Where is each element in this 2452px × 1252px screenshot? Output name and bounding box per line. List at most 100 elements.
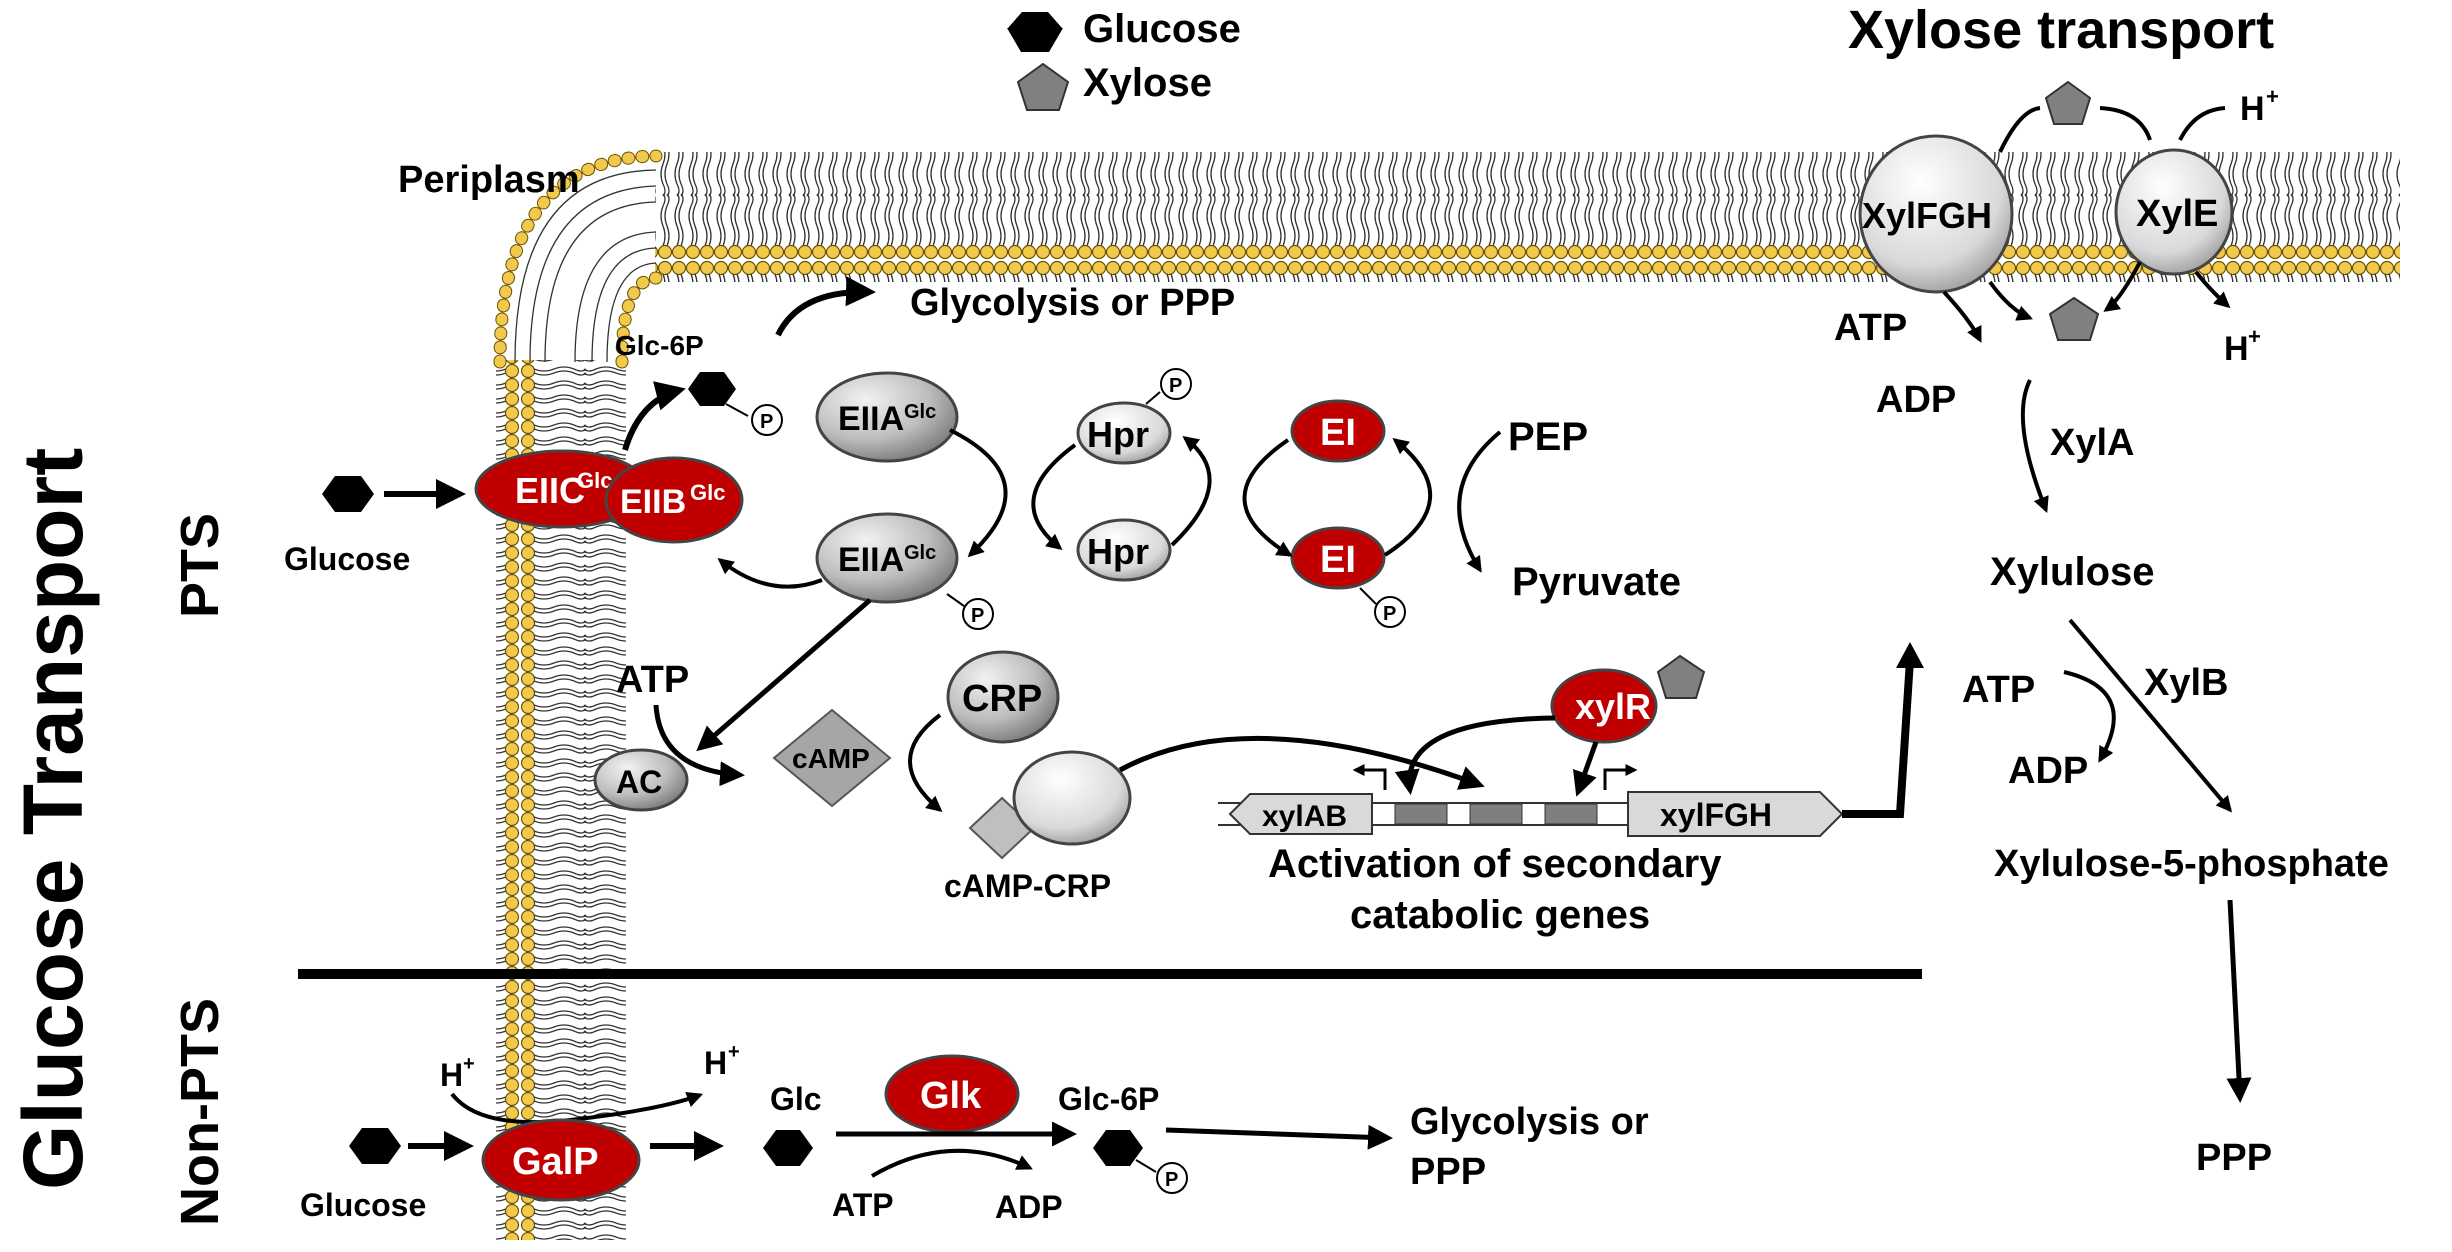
pyruvate-label: Pyruvate: [1512, 560, 1681, 604]
camp-crp-regulation: ATP AC cAMP CRP cAMP-CRP: [593, 598, 1485, 904]
svg-text:P: P: [760, 411, 773, 433]
hpr-protein-top: [1076, 401, 1172, 465]
operon: xylAB xylFGH xylR Activation of secondar…: [1218, 642, 1924, 937]
periplasm-label: Periplasm: [398, 159, 580, 201]
glucose-hexagon-icon: [763, 1130, 813, 1166]
legend-xylose: Xylose: [1083, 61, 1212, 105]
svg-text:+: +: [463, 1053, 475, 1075]
svg-text:EIIB: EIIB: [620, 483, 686, 521]
svg-text:EI: EI: [1320, 412, 1356, 454]
svg-text:xylFGH: xylFGH: [1660, 797, 1772, 833]
svg-text:P: P: [1165, 1169, 1178, 1191]
xylose-adp-label: ADP: [1876, 379, 1956, 421]
ei-protein-top: [1290, 399, 1386, 463]
non-pts-label: Non-PTS: [170, 998, 230, 1226]
xylose-ppp-label: PPP: [2196, 1137, 2272, 1179]
nonpts-glycolysis-line2: PPP: [1410, 1151, 1486, 1193]
ac-protein: [593, 748, 689, 812]
svg-text:EI: EI: [1320, 539, 1356, 581]
membrane: [493, 149, 2400, 1240]
activation-line2: catabolic genes: [1350, 893, 1650, 937]
svg-text:CRP: CRP: [962, 678, 1042, 720]
glc-label: Glc: [770, 1081, 822, 1117]
non-pts-system: H + H + Glucose GalP Glc Glk ATP ADP Glc…: [300, 1041, 1649, 1225]
galp-transporter: [481, 1118, 641, 1202]
svg-text:H: H: [2224, 330, 2249, 368]
glk-adp-label: ADP: [995, 1189, 1063, 1225]
svg-text:xylAB: xylAB: [1262, 800, 1347, 833]
svg-text:Hpr: Hpr: [1087, 531, 1149, 572]
glucose-hexagon-icon: [349, 1128, 401, 1164]
svg-text:+: +: [2248, 324, 2261, 349]
legend: Glucose Xylose: [1007, 7, 1241, 111]
xylb-adp-label: ADP: [2008, 750, 2088, 792]
svg-text:H: H: [440, 1057, 463, 1093]
xylab-gene: [1228, 793, 1373, 835]
eiia-protein-bottom: [815, 512, 959, 604]
svg-text:H: H: [704, 1045, 727, 1081]
activation-line1: Activation of secondary: [1268, 842, 1722, 886]
xylose-atp-label: ATP: [1834, 307, 1907, 349]
glucose-hexagon-icon: [322, 476, 374, 512]
xylr-protein: [1550, 668, 1658, 744]
svg-text:xylR: xylR: [1575, 686, 1651, 727]
camp-crp-label: cAMP-CRP: [944, 868, 1111, 904]
x5p-label: Xylulose-5-phosphate: [1994, 843, 2389, 885]
glycolysis-ppp-label: Glycolysis or PPP: [910, 282, 1235, 324]
ei-protein-bottom: [1290, 526, 1386, 590]
glucose-hexagon-icon: [688, 372, 736, 406]
xylose-pentagon-icon: [2048, 296, 2100, 341]
svg-text:AC: AC: [616, 764, 662, 800]
xylfgh-transporter: [1858, 134, 2014, 294]
svg-text:XylFGH: XylFGH: [1862, 195, 1992, 236]
pep-label: PEP: [1508, 415, 1588, 459]
glucose-transport-title: Glucose Transport: [6, 448, 100, 1190]
glk-atp-label: ATP: [832, 1187, 894, 1223]
svg-text:EIIA: EIIA: [838, 541, 904, 579]
svg-text:XylE: XylE: [2136, 193, 2218, 235]
nonpts-glycolysis-line1: Glycolysis or: [1410, 1101, 1649, 1143]
pts-glc6p-label: Glc-6P: [615, 330, 704, 361]
camp-diamond: [772, 708, 892, 808]
eiia-protein-top: [815, 371, 959, 463]
xylb-atp-label: ATP: [1962, 669, 2035, 711]
svg-text:+: +: [728, 1041, 740, 1063]
crp-protein: [946, 650, 1060, 744]
svg-text:cAMP: cAMP: [792, 743, 870, 774]
svg-text:EIIA: EIIA: [838, 400, 904, 438]
nonpts-glc6p-label: Glc-6P: [1058, 1081, 1159, 1117]
xylose-pathway: H + XylFGH XylE H + ATP ADP XylA Xylulos…: [1834, 80, 2389, 1179]
xylulose-label: Xylulose: [1990, 550, 2155, 594]
nonpts-glucose-label: Glucose: [300, 1187, 426, 1223]
svg-text:P: P: [1169, 375, 1182, 397]
svg-text:Glc: Glc: [904, 542, 936, 564]
svg-text:Glk: Glk: [920, 1075, 982, 1117]
camp-crp-complex: [1012, 750, 1132, 846]
pts-system: Glucose EIIC Glc EIIB Glc Glc-6P P Glyco…: [284, 276, 1681, 630]
svg-text:Glc: Glc: [577, 468, 612, 493]
legend-glucose: Glucose: [1083, 7, 1241, 51]
svg-text:P: P: [971, 605, 984, 627]
svg-text:H: H: [2240, 90, 2265, 128]
hpr-protein-bottom: [1076, 518, 1172, 582]
eiib-protein: [604, 456, 744, 544]
svg-text:+: +: [2266, 84, 2279, 109]
xyle-transporter: [2114, 148, 2234, 276]
svg-text:P: P: [1383, 603, 1396, 625]
xylb-label: XylB: [2144, 662, 2228, 704]
xylose-pentagon-icon: [1016, 62, 1070, 111]
pts-label: PTS: [170, 513, 230, 618]
glucose-hexagon-icon: [1093, 1130, 1143, 1166]
svg-text:EIIC: EIIC: [515, 470, 585, 511]
pts-glucose-label: Glucose: [284, 541, 410, 577]
xylfgh-gene: [1627, 791, 1844, 837]
xylose-transport-title: Xylose transport: [1848, 0, 2274, 60]
svg-text:Hpr: Hpr: [1087, 414, 1149, 455]
svg-text:Glc: Glc: [690, 480, 725, 505]
xylose-pentagon-icon: [1656, 654, 1706, 699]
camp-atp-label: ATP: [616, 659, 689, 701]
svg-text:GalP: GalP: [512, 1141, 599, 1183]
xylose-pentagon-icon: [2044, 80, 2092, 125]
xyla-label: XylA: [2050, 422, 2134, 464]
